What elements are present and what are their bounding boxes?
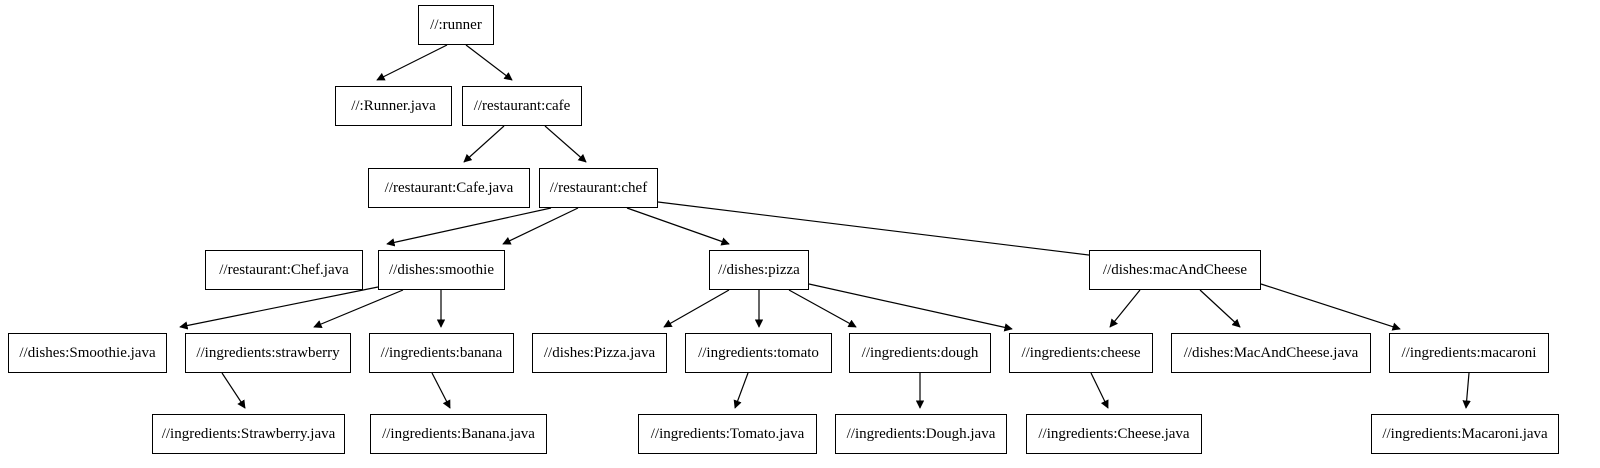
graph-node-label: //ingredients:strawberry (196, 344, 340, 361)
graph-node-label: //ingredients:Banana.java (382, 425, 535, 442)
graph-node-dough_java[interactable]: //ingredients:Dough.java (835, 414, 1007, 454)
graph-node-label: //ingredients:cheese (1021, 344, 1141, 361)
graph-node-label: //:runner (430, 16, 482, 33)
graph-node-runner[interactable]: //:runner (418, 5, 494, 45)
graph-edge-dishes_macandcheese-to-ing_macaroni (1260, 283, 1401, 331)
graph-node-label: //dishes:smoothie (389, 261, 494, 278)
graph-edge-dishes_macandcheese-to-ing_cheese (1109, 289, 1141, 328)
graph-node-tomato_java[interactable]: //ingredients:Tomato.java (638, 414, 817, 454)
graph-node-dishes_macandcheese[interactable]: //dishes:macAndCheese (1089, 250, 1261, 290)
graph-node-strawberry_java[interactable]: //ingredients:Strawberry.java (152, 414, 345, 454)
graph-node-label: //dishes:MacAndCheese.java (1183, 344, 1359, 361)
graph-node-label: //restaurant:chef (549, 179, 648, 196)
graph-edge-ing_cheese-to-cheese_java (1090, 372, 1109, 409)
graph-edge-dishes_pizza-to-ing_dough (788, 289, 857, 328)
graph-edge-restaurant_cafe-to-restaurant_chef (544, 125, 587, 163)
graph-node-chef_java[interactable]: //restaurant:Chef.java (205, 250, 363, 290)
graph-node-smoothie_java[interactable]: //dishes:Smoothie.java (8, 333, 167, 373)
graph-node-ing_dough[interactable]: //ingredients:dough (849, 333, 991, 373)
graph-node-ing_tomato[interactable]: //ingredients:tomato (685, 333, 832, 373)
graph-node-banana_java[interactable]: //ingredients:Banana.java (370, 414, 547, 454)
graph-node-label: //ingredients:macaroni (1401, 344, 1537, 361)
graph-node-label: //restaurant:Cafe.java (384, 179, 514, 196)
graph-node-cheese_java[interactable]: //ingredients:Cheese.java (1026, 414, 1202, 454)
graph-node-cafe_java[interactable]: //restaurant:Cafe.java (368, 168, 530, 208)
graph-node-pizza_java[interactable]: //dishes:Pizza.java (532, 333, 667, 373)
graph-node-ing_strawberry[interactable]: //ingredients:strawberry (185, 333, 351, 373)
graph-node-label: //dishes:pizza (718, 261, 800, 278)
graph-edge-dishes_pizza-to-pizza_java (663, 289, 730, 328)
graph-node-ing_banana[interactable]: //ingredients:banana (369, 333, 514, 373)
graph-node-label: //ingredients:dough (861, 344, 979, 361)
graph-node-label: //ingredients:Cheese.java (1038, 425, 1190, 442)
graph-node-dishes_smoothie[interactable]: //dishes:smoothie (378, 250, 505, 290)
graph-edge-restaurant_cafe-to-cafe_java (463, 125, 505, 163)
graph-node-label: //dishes:macAndCheese (1102, 261, 1248, 278)
graph-node-restaurant_cafe[interactable]: //restaurant:cafe (462, 86, 582, 126)
graph-node-label: //dishes:Pizza.java (543, 344, 656, 361)
graph-edge-ing_strawberry-to-strawberry_java (221, 372, 246, 409)
graph-edge-ing_macaroni-to-macaroni_java (1462, 372, 1471, 409)
graph-node-ing_cheese[interactable]: //ingredients:cheese (1009, 333, 1153, 373)
graph-node-label: //ingredients:Strawberry.java (161, 425, 336, 442)
graph-edge-dishes_smoothie-to-ing_strawberry (313, 289, 404, 328)
graph-node-label: //ingredients:banana (380, 344, 503, 361)
graph-edge-restaurant_chef-to-dishes_smoothie (502, 207, 579, 245)
graph-node-label: //restaurant:Chef.java (219, 261, 349, 278)
graph-node-macandcheese_java[interactable]: //dishes:MacAndCheese.java (1171, 333, 1371, 373)
graph-node-dishes_pizza[interactable]: //dishes:pizza (709, 250, 809, 290)
graph-node-label: //ingredients:Macaroni.java (1382, 425, 1548, 442)
graph-edge-dishes_macandcheese-to-macandcheese_java (1199, 289, 1241, 328)
graph-node-label: //:Runner.java (351, 97, 436, 114)
graph-node-label: //ingredients:Dough.java (846, 425, 996, 442)
graph-edge-runner-to-restaurant_cafe (465, 44, 513, 81)
graph-edge-ing_banana-to-banana_java (431, 372, 451, 409)
graph-edge-runner-to-runner_java (376, 44, 448, 81)
graph-node-runner_java[interactable]: //:Runner.java (335, 86, 452, 126)
graph-edge-restaurant_chef-to-dishes_pizza (626, 207, 730, 246)
graph-edge-dishes_pizza-to-ing_cheese (808, 283, 1013, 332)
graph-node-restaurant_chef[interactable]: //restaurant:chef (539, 168, 658, 208)
graph-node-macaroni_java[interactable]: //ingredients:Macaroni.java (1371, 414, 1559, 454)
graph-node-label: //ingredients:Tomato.java (650, 425, 805, 442)
graph-node-label: //dishes:Smoothie.java (19, 344, 156, 361)
graph-node-ing_macaroni[interactable]: //ingredients:macaroni (1389, 333, 1549, 373)
graph-edge-restaurant_chef-to-chef_java (386, 207, 552, 247)
graph-edge-dishes_smoothie-to-smoothie_java (179, 286, 379, 330)
graph-node-label: //restaurant:cafe (473, 97, 571, 114)
graph-node-label: //ingredients:tomato (698, 344, 819, 361)
graph-edge-ing_tomato-to-tomato_java (733, 372, 749, 409)
graph-edge-restaurant_chef-to-dishes_macandcheese (657, 201, 1106, 261)
